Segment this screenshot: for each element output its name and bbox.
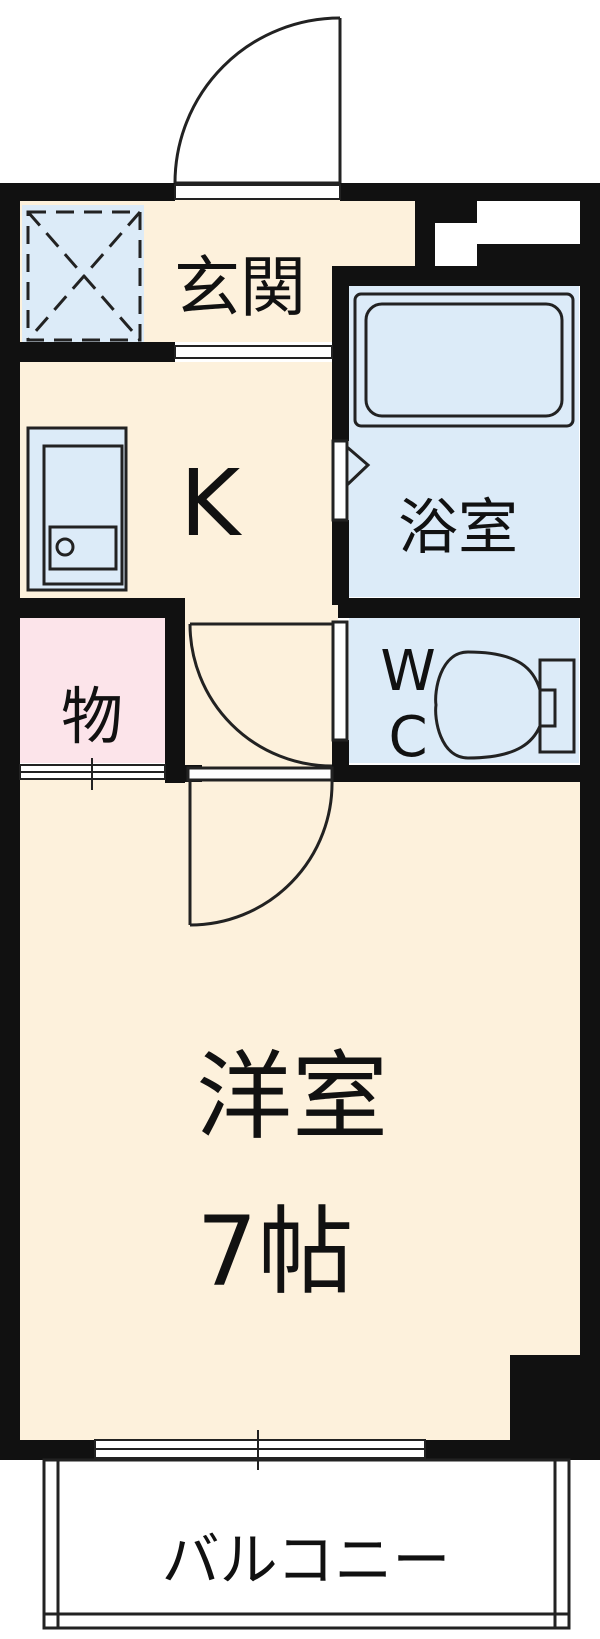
kitchen-hall-door xyxy=(188,622,333,768)
wc-door xyxy=(331,620,349,742)
balcony xyxy=(42,1458,571,1630)
walls xyxy=(0,183,600,1460)
entrance-door xyxy=(173,16,342,185)
balcony-window xyxy=(94,1430,426,1470)
kitchen-counter xyxy=(26,426,128,592)
storage-label: 物 xyxy=(61,680,123,753)
bathtub xyxy=(353,292,575,428)
balcony-label: バルコニー xyxy=(162,1526,451,1594)
wc-label-c: C xyxy=(388,705,427,770)
entrance-step xyxy=(174,345,333,359)
western-room-label: 洋室 xyxy=(196,1041,388,1153)
entrance-label: 玄関 xyxy=(174,249,306,326)
storage-door xyxy=(19,758,166,790)
storage-floor xyxy=(20,618,165,763)
bath-floor xyxy=(349,285,579,597)
bath-label: 浴室 xyxy=(398,493,518,563)
bath-door xyxy=(331,439,371,522)
kitchen-label: K xyxy=(180,450,243,557)
western-room-floor xyxy=(20,780,580,1440)
wc-label-w: W xyxy=(380,639,435,704)
toilet xyxy=(434,650,576,760)
hall-floor xyxy=(182,600,338,770)
shoe-box xyxy=(26,210,142,342)
western-room-door xyxy=(186,766,334,927)
western-room-size: 7帖 xyxy=(196,1196,353,1308)
entrance-door-gap xyxy=(174,184,341,200)
